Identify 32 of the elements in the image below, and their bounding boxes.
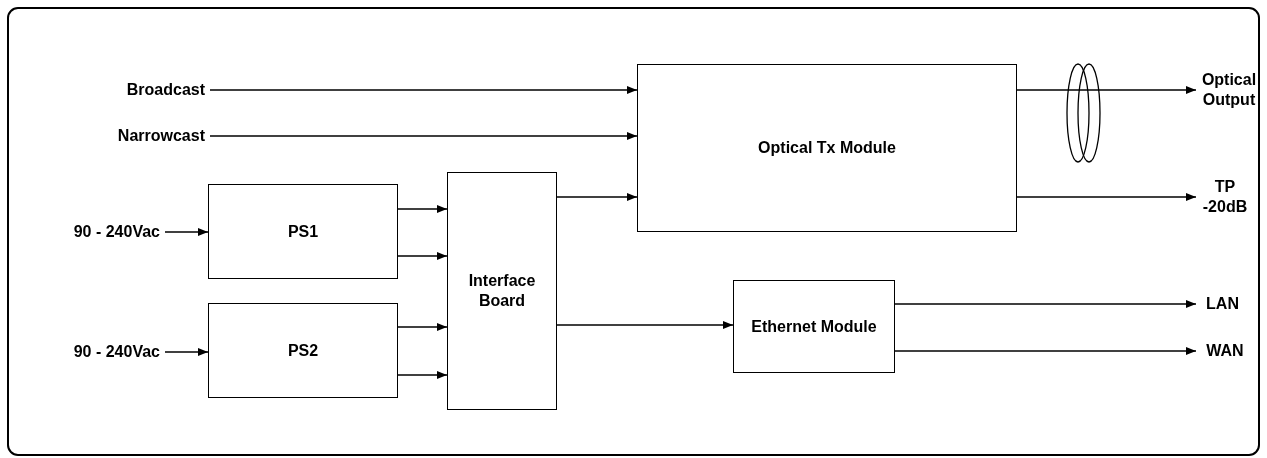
input-label: Narrowcast [117, 126, 205, 146]
arrow [397, 371, 448, 379]
output-label: Optical Output [1200, 70, 1258, 110]
block-box [637, 64, 1017, 232]
arrow [164, 348, 209, 356]
arrow [1016, 193, 1197, 201]
arrow [556, 193, 638, 201]
arrow [397, 323, 448, 331]
block-box [208, 303, 398, 398]
arrow [894, 300, 1197, 308]
arrow [397, 252, 448, 260]
arrow [894, 347, 1197, 355]
block-label: Optical Tx Module [758, 138, 896, 158]
output-label: LAN [1206, 294, 1239, 314]
block-box [447, 172, 557, 410]
input-label: Broadcast [126, 80, 205, 100]
power-input-label: 90 - 240Vac [73, 342, 160, 362]
block-label: PS2 [287, 340, 319, 361]
block-label: PS1 [287, 221, 319, 242]
arrow [1016, 86, 1197, 94]
output-label: TP -20dB [1201, 177, 1249, 217]
arrow [209, 132, 638, 140]
block-box [208, 184, 398, 279]
block-box [733, 280, 895, 373]
arrow [209, 86, 638, 94]
arrow [397, 205, 448, 213]
block-label: Ethernet Module [751, 316, 877, 337]
block-label: Interface Board [467, 271, 537, 311]
arrow [556, 321, 734, 329]
output-label: WAN [1206, 341, 1244, 361]
power-input-label: 90 - 240Vac [73, 222, 160, 242]
arrow [164, 228, 209, 236]
